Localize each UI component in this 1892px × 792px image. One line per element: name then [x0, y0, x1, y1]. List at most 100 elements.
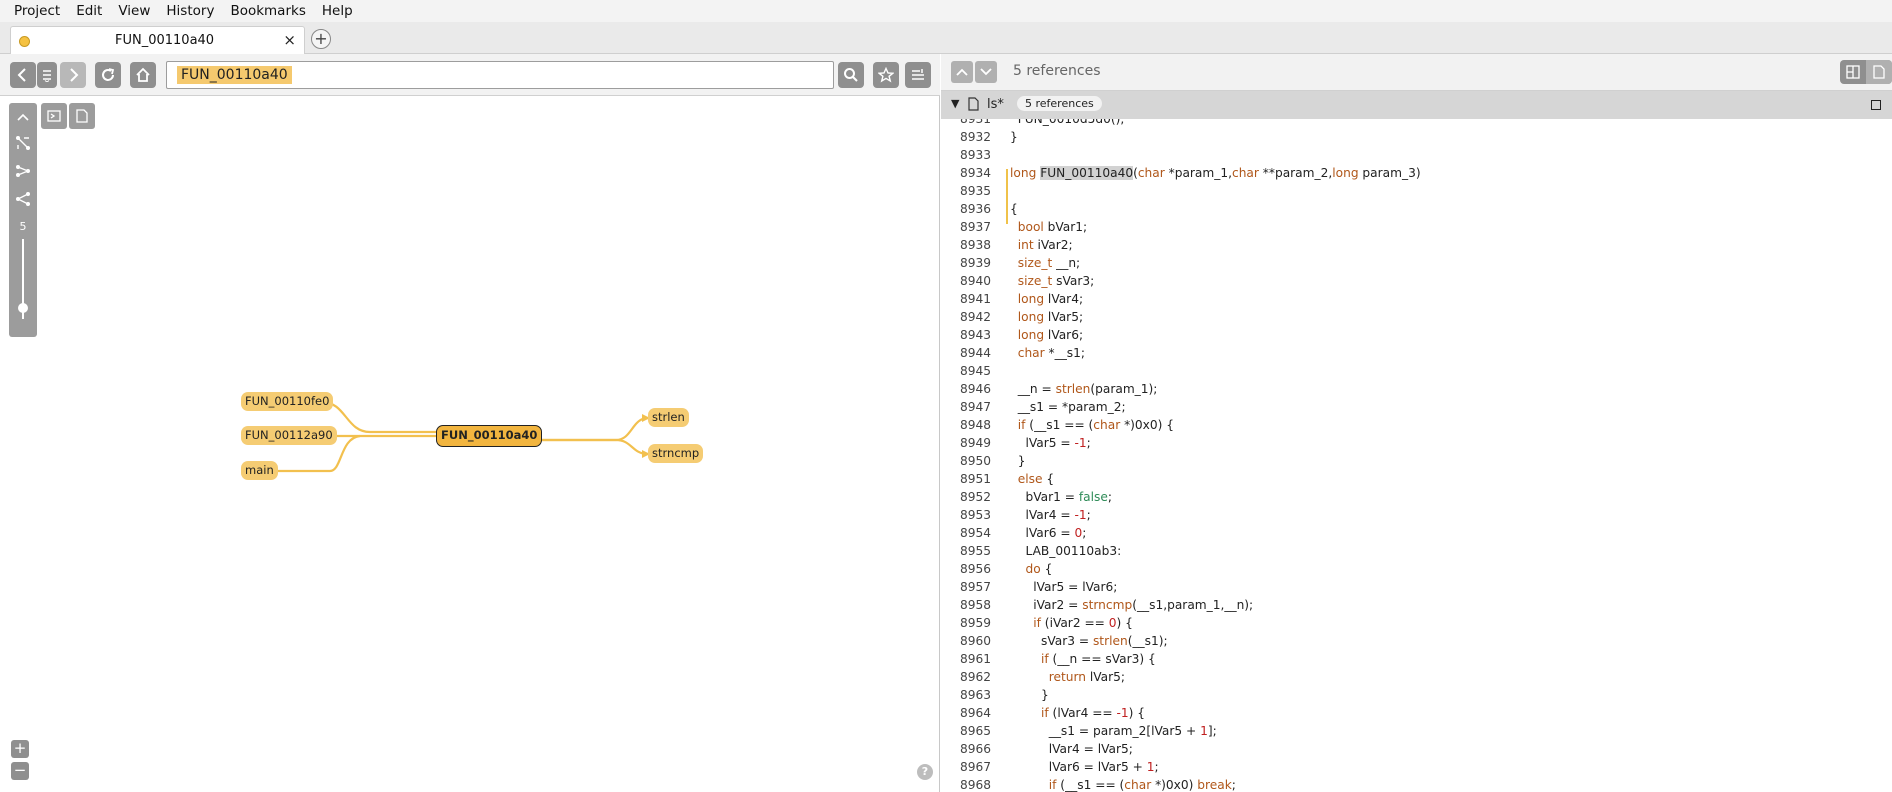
code-line: 8958 iVar2 = strncmp(__s1,param_1,__n);	[941, 598, 1892, 616]
code-line: 8953 lVar4 = -1;	[941, 508, 1892, 526]
line-number: 8960	[959, 634, 991, 648]
document-layout-button[interactable]	[1866, 60, 1892, 84]
home-button[interactable]	[130, 62, 156, 88]
chevron-left-icon	[17, 68, 26, 82]
split-layout-button[interactable]	[1840, 60, 1866, 84]
caller-node[interactable]: FUN_00112a90	[241, 426, 337, 445]
menu-view[interactable]: View	[118, 3, 151, 19]
code-line: 8949 lVar5 = -1;	[941, 436, 1892, 454]
depth-slider-track[interactable]	[22, 239, 24, 319]
line-number: 8943	[959, 328, 991, 342]
line-number: 8938	[959, 238, 991, 252]
tab-function[interactable]: FUN_00110a40 ×	[10, 26, 305, 54]
line-number: 8932	[959, 130, 991, 144]
caller-node[interactable]: FUN_00110fe0	[241, 392, 334, 411]
document-button[interactable]	[69, 103, 95, 129]
code-line: 8950 }	[941, 454, 1892, 472]
code-line: 8937 bool bVar1;	[941, 220, 1892, 238]
code-line: 8946 __n = strlen(param_1);	[941, 382, 1892, 400]
code-text: lVar6 = lVar5 + 1;	[1010, 760, 1159, 774]
share-tool-button[interactable]	[11, 187, 35, 211]
maximize-icon[interactable]	[1871, 100, 1881, 110]
callers-tool-button[interactable]	[11, 159, 35, 183]
code-line: 8933	[941, 148, 1892, 166]
collapse-toolbar-button[interactable]	[11, 105, 35, 129]
forward-button[interactable]	[60, 62, 86, 88]
line-number: 8931	[959, 119, 991, 126]
search-button[interactable]	[838, 62, 864, 88]
line-number: 8944	[959, 346, 991, 360]
menu-history[interactable]: History	[166, 3, 215, 19]
options-list-icon	[912, 69, 924, 80]
menu-bookmarks[interactable]: Bookmarks	[230, 3, 306, 19]
line-number: 8955	[959, 544, 991, 558]
close-icon[interactable]: ×	[283, 31, 296, 49]
line-number: 8946	[959, 382, 991, 396]
share-icon	[16, 192, 30, 206]
code-text: {	[1010, 202, 1018, 216]
menu-edit[interactable]: Edit	[76, 3, 103, 19]
reference-marker	[1006, 169, 1008, 224]
code-text: if (lVar4 == -1) {	[1041, 706, 1146, 720]
file-name: ls*	[987, 97, 1004, 112]
line-number: 8949	[959, 436, 991, 450]
next-reference-button[interactable]	[975, 61, 997, 83]
file-reference-badge: 5 references	[1017, 96, 1102, 111]
callee-node[interactable]: strncmp	[648, 444, 704, 463]
previous-reference-button[interactable]	[951, 61, 973, 83]
search-icon	[844, 68, 858, 82]
zoom-in-button[interactable]: +	[11, 740, 29, 758]
code-line: 8939 size_t __n;	[941, 256, 1892, 274]
code-line: 8962 return lVar5;	[941, 670, 1892, 688]
line-number: 8962	[959, 670, 991, 684]
code-text: if (iVar2 == 0) {	[1033, 616, 1133, 630]
caller-node[interactable]: main	[241, 461, 278, 480]
reference-file-header[interactable]: ▼ ls* 5 references	[941, 91, 1892, 119]
history-dropdown-button[interactable]	[37, 62, 57, 88]
document-icon	[76, 109, 88, 123]
code-line: 8952 bVar1 = false;	[941, 490, 1892, 508]
add-tab-button[interactable]: +	[311, 29, 331, 49]
reload-button[interactable]	[95, 62, 121, 88]
code-line: 8935	[941, 184, 1892, 202]
layout-tool-button[interactable]	[11, 131, 35, 155]
references-pane: 5 references ▼ ls* 5 references 8931 FUN…	[941, 54, 1892, 792]
collapse-triangle-icon[interactable]: ▼	[951, 97, 960, 110]
line-number: 8948	[959, 418, 991, 432]
split-layout-icon	[1846, 65, 1860, 79]
address-value: FUN_00110a40	[177, 66, 292, 84]
bookmark-button[interactable]	[873, 62, 899, 88]
depth-slider-handle[interactable]	[18, 303, 28, 313]
reveal-icon	[47, 110, 61, 122]
back-button[interactable]	[10, 62, 36, 88]
menu-help[interactable]: Help	[321, 3, 353, 19]
line-number: 8965	[959, 724, 991, 738]
line-number: 8959	[959, 616, 991, 630]
line-number: 8968	[959, 778, 991, 792]
unsaved-dot-icon	[19, 36, 30, 47]
file-icon	[968, 97, 979, 115]
chevron-right-icon	[70, 68, 79, 82]
reveal-button[interactable]	[41, 103, 67, 129]
help-button[interactable]: ?	[917, 764, 933, 780]
line-number: 8951	[959, 472, 991, 486]
code-line: 8948 if (__s1 == (char *)0x0) {	[941, 418, 1892, 436]
menu-project[interactable]: Project	[14, 3, 61, 19]
code-line: 8963 }	[941, 688, 1892, 706]
code-line: 8968 if (__s1 == (char *)0x0) break;	[941, 778, 1892, 792]
zoom-out-button[interactable]: −	[11, 762, 29, 780]
line-number: 8937	[959, 220, 991, 234]
call-graph-canvas[interactable]: 5 FUN_00110fe0 FUN_00112a90 main FUN	[0, 96, 939, 792]
options-button[interactable]	[905, 62, 931, 88]
line-number: 8942	[959, 310, 991, 324]
callee-node[interactable]: strlen	[648, 408, 689, 427]
code-line: 8936{	[941, 202, 1892, 220]
code-text: __s1 = *param_2;	[1010, 400, 1126, 414]
selected-function-node[interactable]: FUN_00110a40	[436, 425, 543, 447]
address-input[interactable]: FUN_00110a40	[166, 61, 834, 89]
code-text: lVar4 = -1;	[1010, 508, 1091, 522]
code-text: lVar5 = -1;	[1010, 436, 1091, 450]
code-line: 8947 __s1 = *param_2;	[941, 400, 1892, 418]
code-text: lVar5 = lVar6;	[1010, 580, 1118, 594]
